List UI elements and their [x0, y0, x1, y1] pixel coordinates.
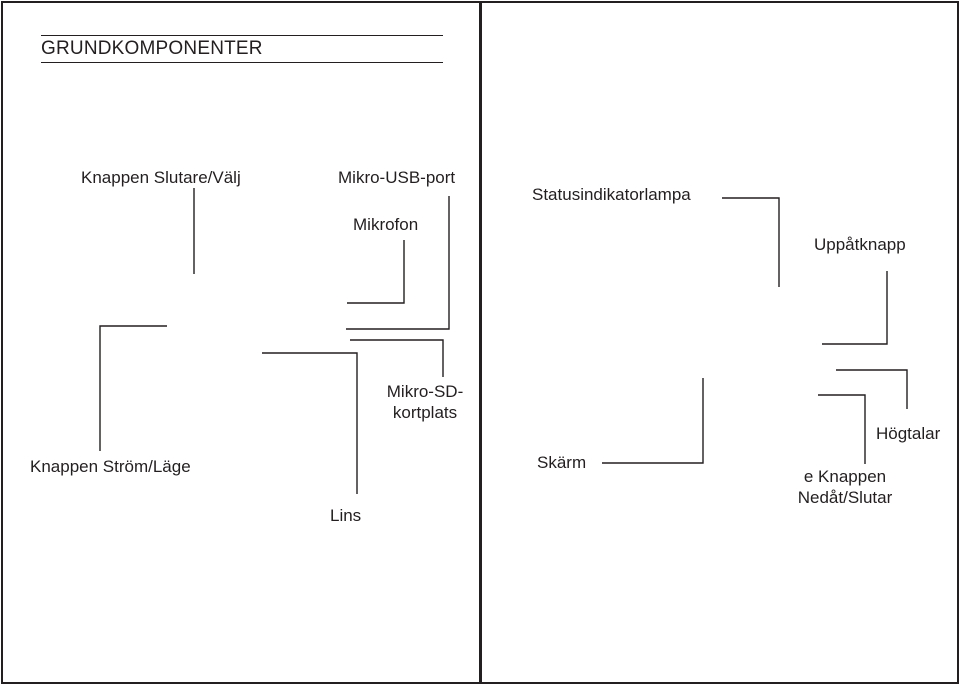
label-shutter-select: Knappen Slutare/Välj [81, 168, 241, 187]
page-title: GRUNDKOMPONENTER [41, 38, 263, 59]
label-micro-sd-line1: Mikro-SD- [386, 382, 464, 401]
right-page [480, 1, 959, 684]
label-down-shutter-line2: Nedåt/Slutar [797, 488, 893, 507]
label-lens: Lins [330, 506, 362, 525]
label-micro-sd-line2: kortplats [392, 403, 458, 422]
title-rule-top [41, 35, 443, 36]
label-speaker: Högtalar [876, 424, 941, 443]
label-up-button: Uppåtknapp [814, 235, 906, 254]
label-down-shutter-line1: e Knappen [803, 467, 887, 486]
label-micro-usb: Mikro-USB-port [338, 168, 456, 187]
label-down-shutter: e Knappen Nedåt/Slutar [775, 466, 915, 508]
label-microphone: Mikrofon [353, 215, 419, 234]
label-power-mode: Knappen Ström/Läge [30, 457, 191, 476]
title-rule-bottom [41, 62, 443, 63]
label-screen: Skärm [537, 453, 587, 472]
left-page [1, 1, 481, 684]
label-status-lamp: Statusindikatorlampa [532, 185, 691, 204]
label-micro-sd: Mikro-SD- kortplats [380, 381, 470, 423]
